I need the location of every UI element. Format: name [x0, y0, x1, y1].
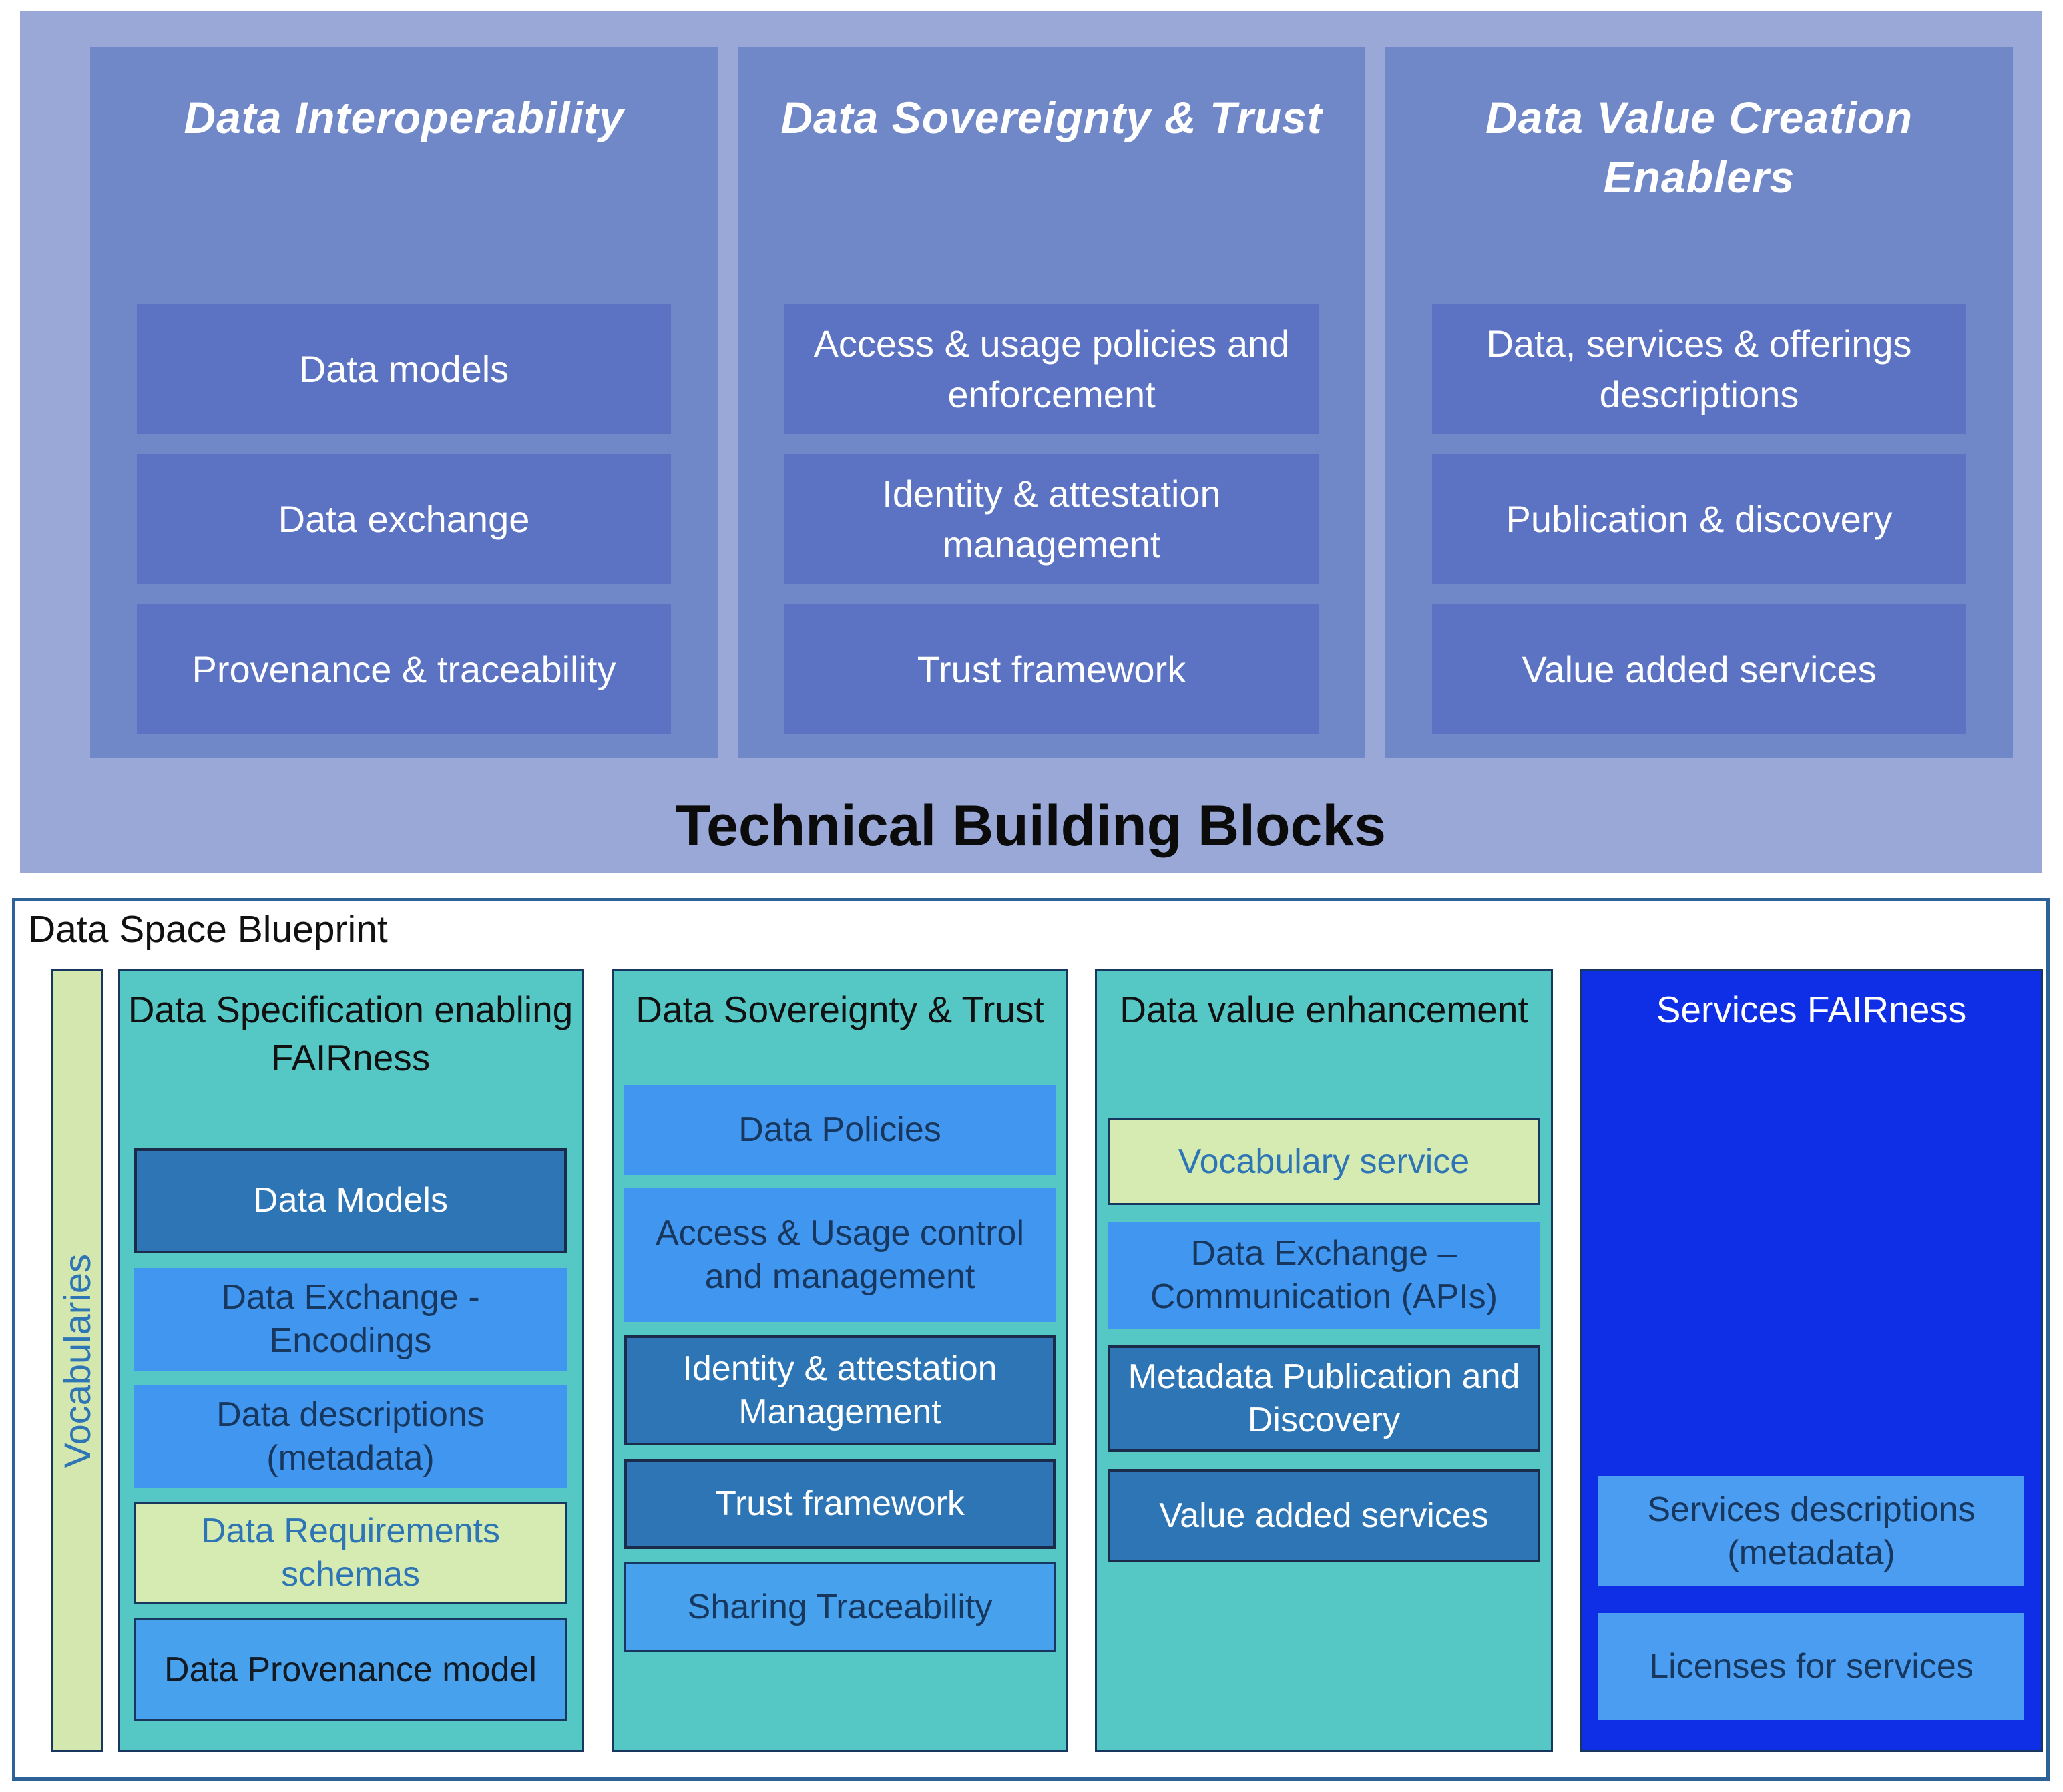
top-column-title-data-sovereignty-trust: Data Sovereignty & Trust: [780, 93, 1323, 142]
vocabularies-bar: Vocabularies: [51, 969, 103, 1752]
bottom-column-title-data-specification: Data Specification enabling FAIRness: [128, 989, 574, 1078]
block-publication-discovery: Publication & discovery: [1432, 454, 1966, 584]
bottom-column-title-data-sovereignty: Data Sovereignty & Trust: [636, 989, 1044, 1030]
block-vocabulary-service: Vocabulary service: [1108, 1118, 1540, 1205]
block-data-exchange-communication-apis: Data Exchange – Communication (APIs): [1108, 1222, 1540, 1329]
block-metadata-publication-and-discovery: Metadata Publication and Discovery: [1108, 1345, 1540, 1452]
block-sharing-traceability: Sharing Traceability: [624, 1562, 1056, 1652]
block-data-models: Data models: [137, 304, 671, 434]
top-column-title-data-value-creation-enablers: Data Value Creation Enablers: [1485, 93, 1913, 202]
block-data-exchange: Data exchange: [137, 454, 671, 584]
block-identity-attestation-management: Identity & attestation management: [784, 454, 1319, 584]
block-value-added-services: Value added services: [1108, 1469, 1540, 1562]
vocabularies-label: Vocabularies: [55, 1253, 98, 1468]
bottom-column-title-services-fairness: Services FAIRness: [1656, 989, 1967, 1030]
block-trust-framework: Trust framework: [784, 604, 1319, 734]
data-space-blueprint-title: Data Space Blueprint: [28, 908, 388, 951]
block-provenance-traceability: Provenance & traceability: [137, 604, 671, 734]
block-identity-attestation-management: Identity & attestation Management: [624, 1335, 1056, 1445]
block-data-exchange-encodings: Data Exchange - Encodings: [134, 1268, 567, 1371]
bottom-column-title-data-value-enhancement: Data value enhancement: [1120, 989, 1528, 1030]
top-column-title-data-interoperability: Data Interoperability: [184, 93, 624, 142]
block-data-models: Data Models: [134, 1148, 567, 1253]
technical-building-blocks-title: Technical Building Blocks: [675, 794, 1387, 858]
block-licenses-for-services: Licenses for services: [1598, 1613, 2024, 1720]
block-data-policies: Data Policies: [624, 1085, 1056, 1175]
block-data-descriptions-metadata: Data descriptions (metadata): [134, 1385, 567, 1488]
block-services-descriptions-metadata: Services descriptions (metadata): [1598, 1476, 2024, 1586]
block-data-requirements-schemas: Data Requirements schemas: [134, 1502, 567, 1604]
block-data-provenance-model: Data Provenance model: [134, 1618, 567, 1721]
block-access-usage-policies-and-enforcement: Access & usage policies and enforcement: [784, 304, 1319, 434]
block-access-usage-control-and-management: Access & Usage control and management: [624, 1188, 1056, 1322]
block-value-added-services: Value added services: [1432, 604, 1966, 734]
spacer: [1582, 1034, 2041, 1477]
block-data-services-offerings-descriptions: Data, services & offerings descriptions: [1432, 304, 1966, 434]
block-trust-framework: Trust framework: [624, 1459, 1056, 1549]
